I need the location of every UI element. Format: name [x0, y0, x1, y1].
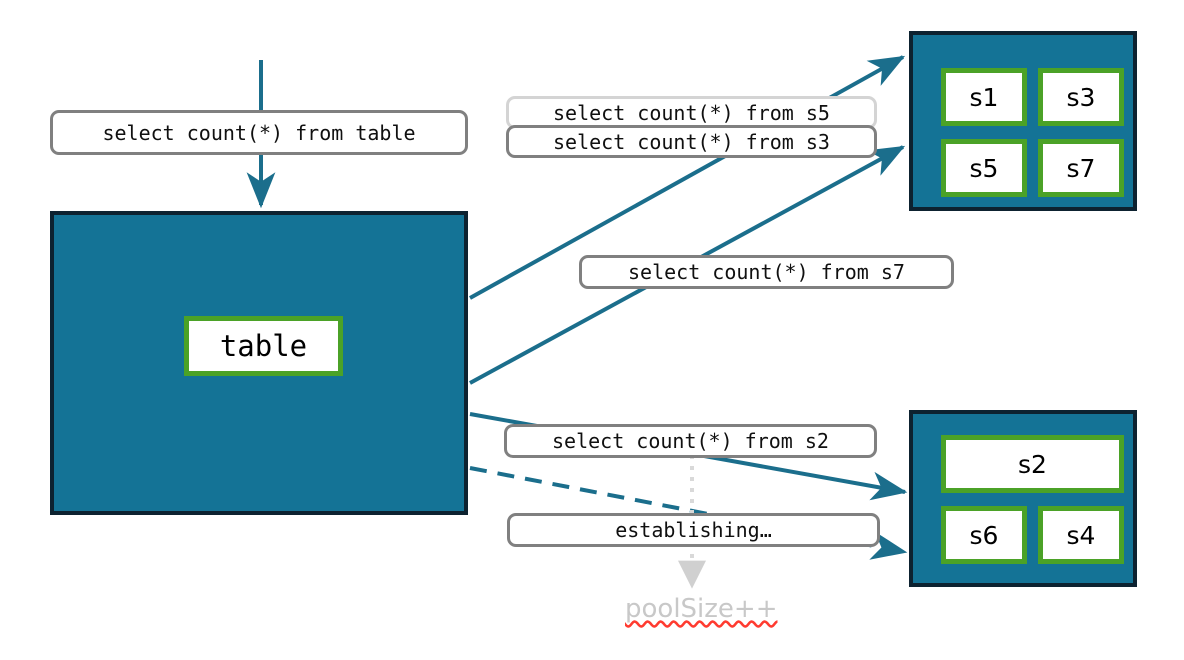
status-label-establishing[interactable]: establishing… [507, 513, 880, 547]
pool-top-node-s5[interactable]: s5 [941, 139, 1027, 197]
pool-bottom-node-s6[interactable]: s6 [941, 506, 1027, 564]
query-label-s3[interactable]: select count(*) from s3 [506, 125, 877, 158]
node-table[interactable]: table [184, 316, 343, 376]
query-label-table[interactable]: select count(*) from table [50, 110, 468, 155]
pool-top-node-s1[interactable]: s1 [941, 68, 1027, 126]
annotation-poolsize: poolSize++ [625, 594, 778, 624]
pool-bottom-node-s2[interactable]: s2 [941, 435, 1124, 493]
table-container: table [50, 211, 468, 515]
pool-top-node-s7[interactable]: s7 [1038, 139, 1124, 197]
pool-top-node-s3[interactable]: s3 [1038, 68, 1124, 126]
connection-pool-top: s1 s3 s5 s7 [909, 31, 1137, 211]
query-label-s2[interactable]: select count(*) from s2 [504, 424, 877, 458]
connection-pool-bottom: s2 s6 s4 [909, 410, 1137, 587]
query-label-s7[interactable]: select count(*) from s7 [579, 255, 954, 289]
pool-bottom-node-s4[interactable]: s4 [1038, 506, 1124, 564]
